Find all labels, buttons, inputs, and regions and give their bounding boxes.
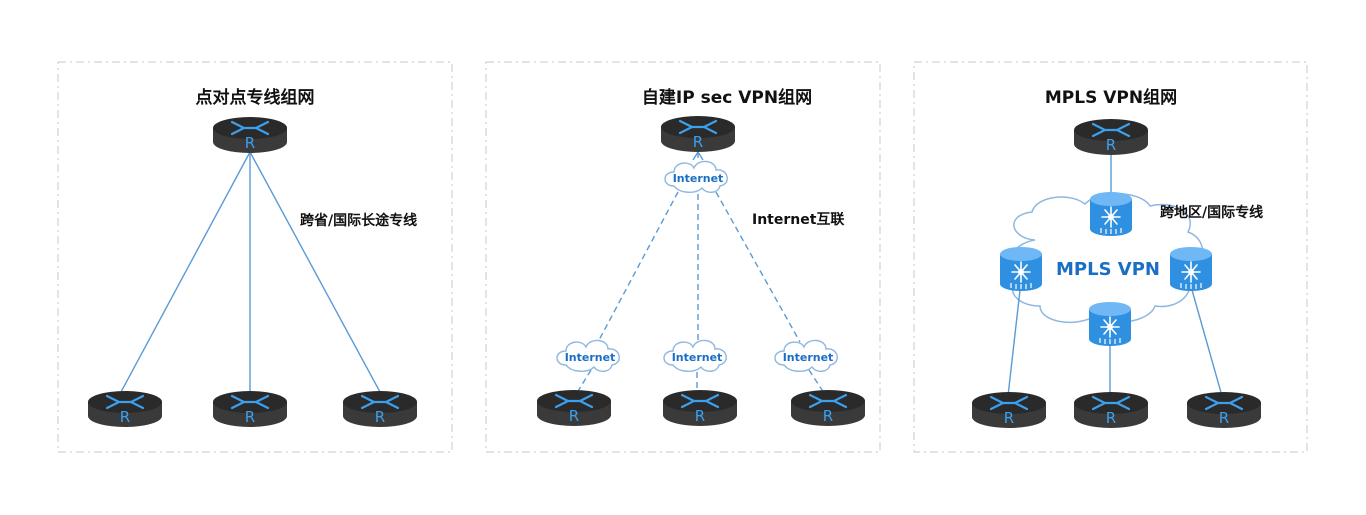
dedicated-links bbox=[1007, 152, 1223, 397]
router-icon: R bbox=[1072, 390, 1150, 430]
svg-text:Internet: Internet bbox=[565, 351, 616, 364]
link-label: 跨省/国际长途专线 bbox=[300, 212, 417, 229]
mpls-switch-icon bbox=[1169, 246, 1213, 292]
svg-text:R: R bbox=[245, 134, 255, 152]
router-icon: R bbox=[211, 115, 289, 155]
panel-border bbox=[913, 61, 1308, 453]
mpls-cloud-label: MPLS VPN bbox=[1056, 259, 1160, 280]
panel-title: 自建IP sec VPN组网 bbox=[642, 87, 812, 108]
link-label: Internet互联 bbox=[752, 212, 845, 228]
panel-title: 点对点专线组网 bbox=[196, 87, 315, 108]
router-icon: R bbox=[341, 389, 419, 429]
svg-text:R: R bbox=[375, 408, 385, 426]
svg-text:R: R bbox=[120, 408, 130, 426]
svg-text:R: R bbox=[693, 133, 703, 151]
svg-text:R: R bbox=[1004, 409, 1014, 427]
svg-text:R: R bbox=[823, 407, 833, 425]
panel-point-to-point: 点对点专线组网 跨省/国际长途专线 R R R R bbox=[57, 61, 453, 453]
panel-mpls-vpn: MPLS VPN组网 MPLS VPN 跨地区/国际专线 R R R R bbox=[913, 61, 1308, 453]
mpls-switch-icon bbox=[1088, 301, 1132, 347]
svg-text:Internet: Internet bbox=[672, 351, 723, 364]
router-icon: R bbox=[659, 114, 737, 154]
router-icon: R bbox=[661, 388, 739, 428]
link-label: 跨地区/国际专线 bbox=[1160, 204, 1263, 221]
svg-text:R: R bbox=[569, 407, 579, 425]
svg-text:R: R bbox=[1219, 409, 1229, 427]
svg-text:Internet: Internet bbox=[783, 351, 834, 364]
cloud-icon: Internet bbox=[663, 339, 727, 372]
svg-text:Internet: Internet bbox=[673, 172, 724, 185]
mpls-switch-icon bbox=[1089, 191, 1133, 237]
panel-ipsec-vpn: 自建IP sec VPN组网 Internet互联 Internet Inter… bbox=[485, 61, 881, 453]
panel-title: MPLS VPN组网 bbox=[1045, 87, 1177, 108]
router-icon: R bbox=[1185, 390, 1263, 430]
svg-text:R: R bbox=[695, 407, 705, 425]
panel-border bbox=[57, 61, 453, 453]
router-icon: R bbox=[86, 389, 164, 429]
svg-text:R: R bbox=[245, 408, 255, 426]
router-icon: R bbox=[970, 390, 1048, 430]
router-icon: R bbox=[1072, 117, 1150, 157]
svg-text:R: R bbox=[1106, 136, 1116, 154]
mpls-switch-icon bbox=[999, 246, 1043, 292]
cloud-icon: Internet bbox=[664, 160, 728, 193]
dedicated-links bbox=[120, 151, 381, 393]
router-icon: R bbox=[789, 388, 867, 428]
router-icon: R bbox=[211, 389, 289, 429]
panel-border bbox=[485, 61, 881, 453]
cloud-icon: Internet bbox=[556, 339, 620, 372]
svg-text:R: R bbox=[1106, 409, 1116, 427]
router-icon: R bbox=[535, 388, 613, 428]
cloud-icon: Internet bbox=[774, 339, 838, 372]
